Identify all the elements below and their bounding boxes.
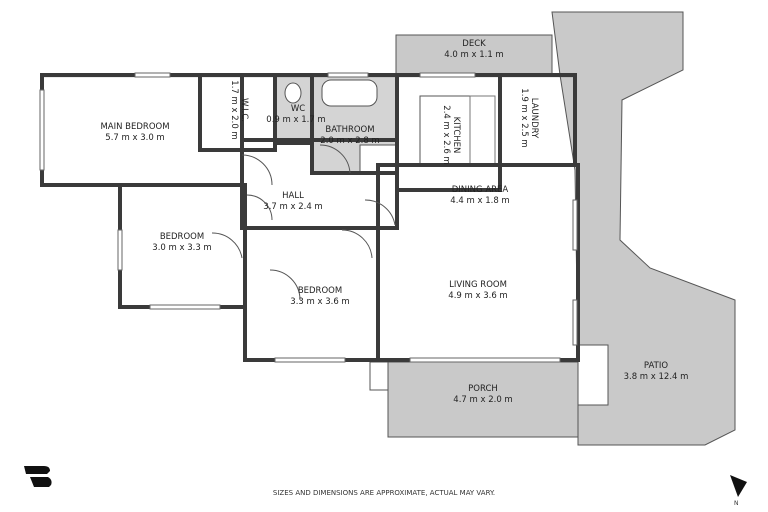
deck-size: 4.0 m x 1.1 m [444,50,503,60]
hall-name: HALL [282,191,304,201]
bathroom-name: BATHROOM [325,125,374,135]
wic-name: W.I.C. [239,98,249,122]
dining-area-name: DINING AREA [452,185,509,195]
living-room-name: LIVING ROOM [449,280,507,290]
porch-steps [369,361,389,391]
dining-area-size: 4.4 m x 1.8 m [450,196,509,206]
living-room-size: 4.9 m x 3.6 m [448,291,507,301]
deck-area [395,34,553,76]
bathroom-size: 2.0 m x 2.8 m [320,136,379,146]
bedroom-2-size: 3.3 m x 3.6 m [290,297,349,307]
north-arrow-icon: N [730,475,747,507]
laundry-size: 1.9 m x 2.5 m [519,88,529,147]
laundry-name: LAUNDRY [529,98,539,139]
windows [39,72,578,363]
bedroom-1-size: 3.0 m x 3.3 m [152,243,211,253]
bedroom-2-name: BEDROOM [298,286,342,296]
north-label: N [734,500,739,507]
patio-name: PATIO [644,361,668,371]
patio-size: 3.8 m x 12.4 m [624,372,689,382]
hall-size: 3.7 m x 2.4 m [263,202,322,212]
patio-steps [577,344,609,406]
porch-size: 4.7 m x 2.0 m [453,395,512,405]
kitchen-island [469,95,496,167]
wc-name: WC [291,104,305,114]
bedroom-1-name: BEDROOM [160,232,204,242]
disclaimer: SIZES AND DIMENSIONS ARE APPROXIMATE, AC… [272,489,496,497]
kitchen-size: 2.4 m x 2.6 m [441,105,451,164]
doors [211,144,396,301]
deck-name: DECK [462,39,486,49]
main-bedroom-name: MAIN BEDROOM [100,122,169,132]
toilet [284,82,302,104]
bathtub [321,79,378,107]
wic-size: 1.7 m x 2.0 m [229,80,239,139]
main-bedroom-size: 5.7 m x 3.0 m [105,133,164,143]
brand-logo [24,466,52,487]
kitchen-name: KITCHEN [451,117,461,154]
wc-size: 0.9 m x 1.7 m [266,115,325,125]
walls [40,73,580,362]
porch-name: PORCH [468,384,498,394]
